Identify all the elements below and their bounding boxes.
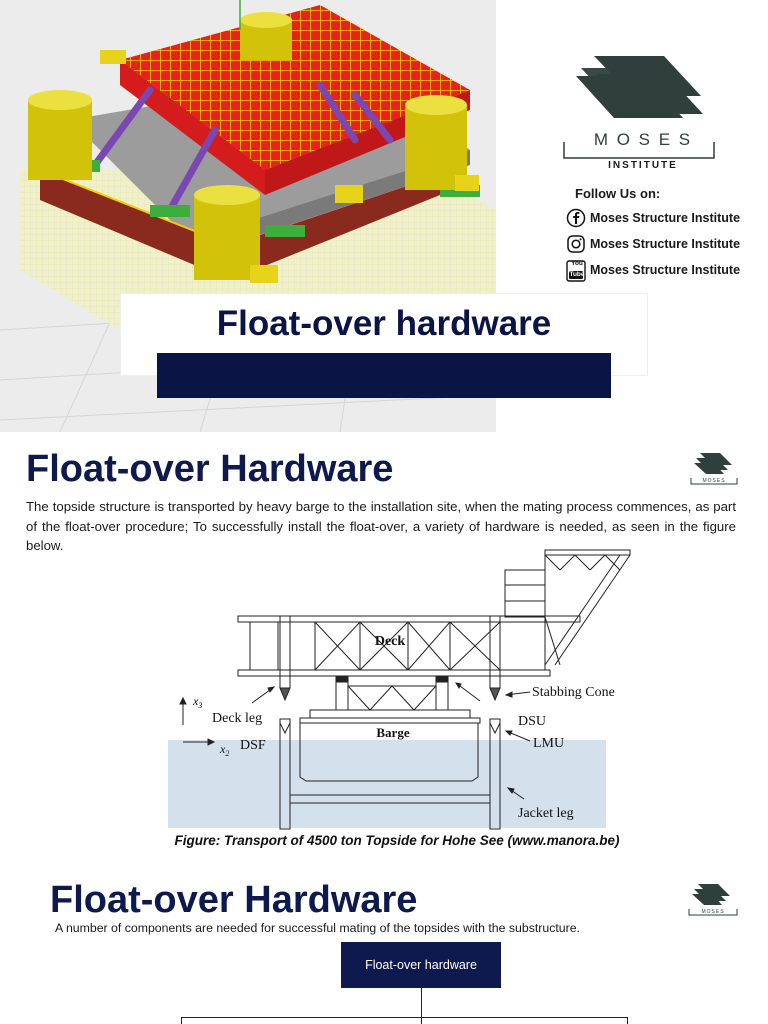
facebook-icon (566, 208, 586, 228)
label-x2-sub: 2 (225, 749, 229, 758)
label-dsf: DSF (240, 738, 266, 753)
social-link-instagram[interactable]: Moses Structure Institute (566, 233, 740, 255)
label-x3: x (192, 694, 199, 708)
brand-name: M O S E S (593, 130, 693, 149)
youtube-icon-text-bottom: Tube (569, 271, 585, 278)
label-x3-sub: 3 (197, 701, 202, 710)
moses-logo-card (556, 18, 728, 184)
instagram-link-label: Moses Structure Institute (590, 237, 741, 251)
topside-render-image (0, 0, 496, 432)
label-dsu: DSU (518, 714, 546, 729)
svg-text:x3: x3 (192, 694, 202, 710)
moses-logo-icon: MOSES (690, 453, 738, 485)
brand-subtitle: INSTITUTE (608, 160, 678, 171)
moses-logo-icon (563, 56, 715, 159)
flowchart-connector-horizontal (181, 1017, 628, 1018)
moses-logo-icon: MOSES (688, 884, 738, 916)
flowchart-connector-vertical (421, 988, 422, 1024)
section2-paragraph: The topside structure is transported by … (26, 499, 736, 553)
label-deck: Deck (375, 634, 406, 649)
section2-title: Float-over Hardware (26, 448, 394, 490)
label-deck-leg: Deck leg (212, 711, 262, 726)
label-x2: x (219, 742, 226, 756)
section3-paragraph: A number of components are needed for su… (55, 921, 580, 935)
facebook-link-label: Moses Structure Institute (590, 211, 741, 225)
flowchart-connector-left (181, 1017, 182, 1024)
youtube-link-label: Moses Structure Institute (590, 263, 741, 277)
figure-caption: Figure: Transport of 4500 ton Topside fo… (174, 833, 620, 848)
label-lmu: LMU (533, 736, 564, 751)
social-link-facebook[interactable]: Moses Structure Institute (566, 207, 740, 229)
flowchart-connector-right (627, 1017, 628, 1024)
section3-title: Float-over Hardware (50, 879, 418, 921)
label-jacket-leg: Jacket leg (518, 806, 574, 821)
section3-moses-logo: MOSES (686, 878, 740, 924)
social-link-youtube[interactable]: Moses Structure Institute (566, 259, 741, 282)
cover-title: Float-over hardware (216, 304, 552, 343)
section2-moses-logo: MOSES (688, 447, 740, 491)
instagram-icon (566, 234, 586, 254)
youtube-icon (566, 260, 586, 282)
float-over-diagram: Deck Barge Deck leg DSF Stabbing Cone DS… (168, 549, 631, 830)
hero-3d-render (0, 0, 496, 432)
svg-text:MOSES: MOSES (701, 909, 724, 915)
follow-us-title: Follow Us on: (575, 186, 661, 201)
cover-title-bar (157, 353, 611, 398)
label-stabbing-cone: Stabbing Cone (532, 685, 615, 700)
label-barge: Barge (376, 725, 409, 740)
youtube-icon-text-top: You (571, 260, 583, 267)
svg-text:MOSES: MOSES (702, 478, 725, 484)
flowchart-root-node: Float-over hardware (341, 942, 501, 988)
float-over-figure: Deck Barge Deck leg DSF Stabbing Cone DS… (150, 545, 640, 830)
svg-text:x2: x2 (219, 742, 229, 758)
